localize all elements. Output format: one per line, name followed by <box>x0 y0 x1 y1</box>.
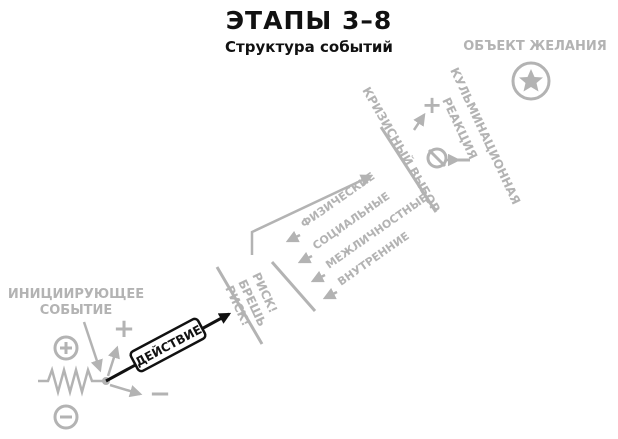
zigzag-spring-icon <box>38 365 104 397</box>
inciting-event-label-2: СОБЫТИЕ <box>40 303 113 318</box>
conflict-arrow-2 <box>297 251 313 264</box>
conflict-arrow-3 <box>310 270 326 283</box>
conflict-arrow-1 <box>285 230 301 243</box>
risk-bracket-right <box>270 261 317 312</box>
plus-circle-icon <box>53 335 79 361</box>
climax-up-arrow <box>412 112 426 131</box>
diagram-title: ЭТАПЫ 3–8 <box>225 6 393 35</box>
action-box: ДЕЙСТВИЕ <box>129 317 207 373</box>
crisis-choice-bar <box>379 126 438 213</box>
conflict-levels: ФИЗИЧЕСКИЕ СОЦИАЛЬНЫЕ МЕЖЛИЧНОСТНЫЕ ВНУТ… <box>285 170 430 300</box>
minus-symbol: − <box>149 379 171 409</box>
diagram-subtitle: Структура событий <box>225 38 393 56</box>
climax-plus-symbol: + <box>422 91 442 119</box>
conflict-level-1: ФИЗИЧЕСКИЕ <box>298 170 377 231</box>
conflict-arrow-4 <box>322 287 338 300</box>
risk-bracket-left <box>215 266 264 345</box>
crossed-circle-icon <box>426 147 448 169</box>
up-arrow <box>106 345 120 377</box>
plus-symbol: + <box>113 314 135 344</box>
inciting-event-label-1: ИНИЦИИРУЮЩЕЕ <box>8 287 144 302</box>
minus-circle-icon <box>53 404 79 430</box>
elbow-arrow <box>250 174 374 255</box>
risk-labels: РИСК! БРЕШЬ РИСК! <box>222 270 280 328</box>
inciting-arrow <box>82 321 103 373</box>
down-arrow <box>109 383 143 398</box>
object-of-desire-label: ОБЪЕКТ ЖЕЛАНИЯ <box>463 39 607 54</box>
star-circle-icon <box>511 61 551 101</box>
